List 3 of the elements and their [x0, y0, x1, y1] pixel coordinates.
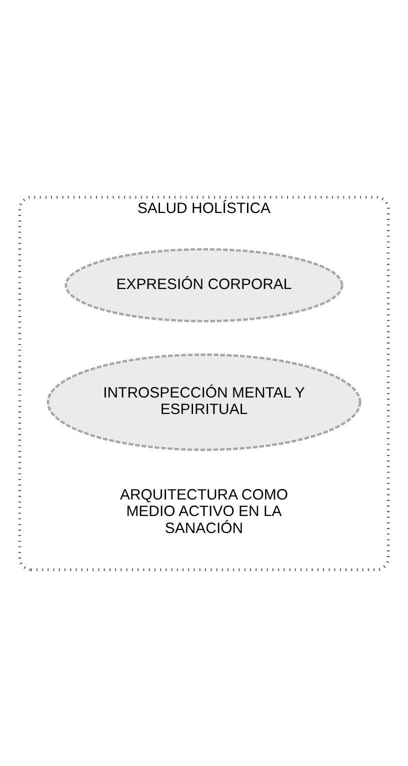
label: ARQUITECTURA COMO MEDIO ACTIVO EN LA SANACIÓN [120, 486, 288, 537]
node-ellipse: EXPRESIÓN CORPORAL [64, 248, 344, 322]
node-ellipse: INTROSPECCIÓN MENTAL Y ESPIRITUAL [46, 352, 362, 450]
